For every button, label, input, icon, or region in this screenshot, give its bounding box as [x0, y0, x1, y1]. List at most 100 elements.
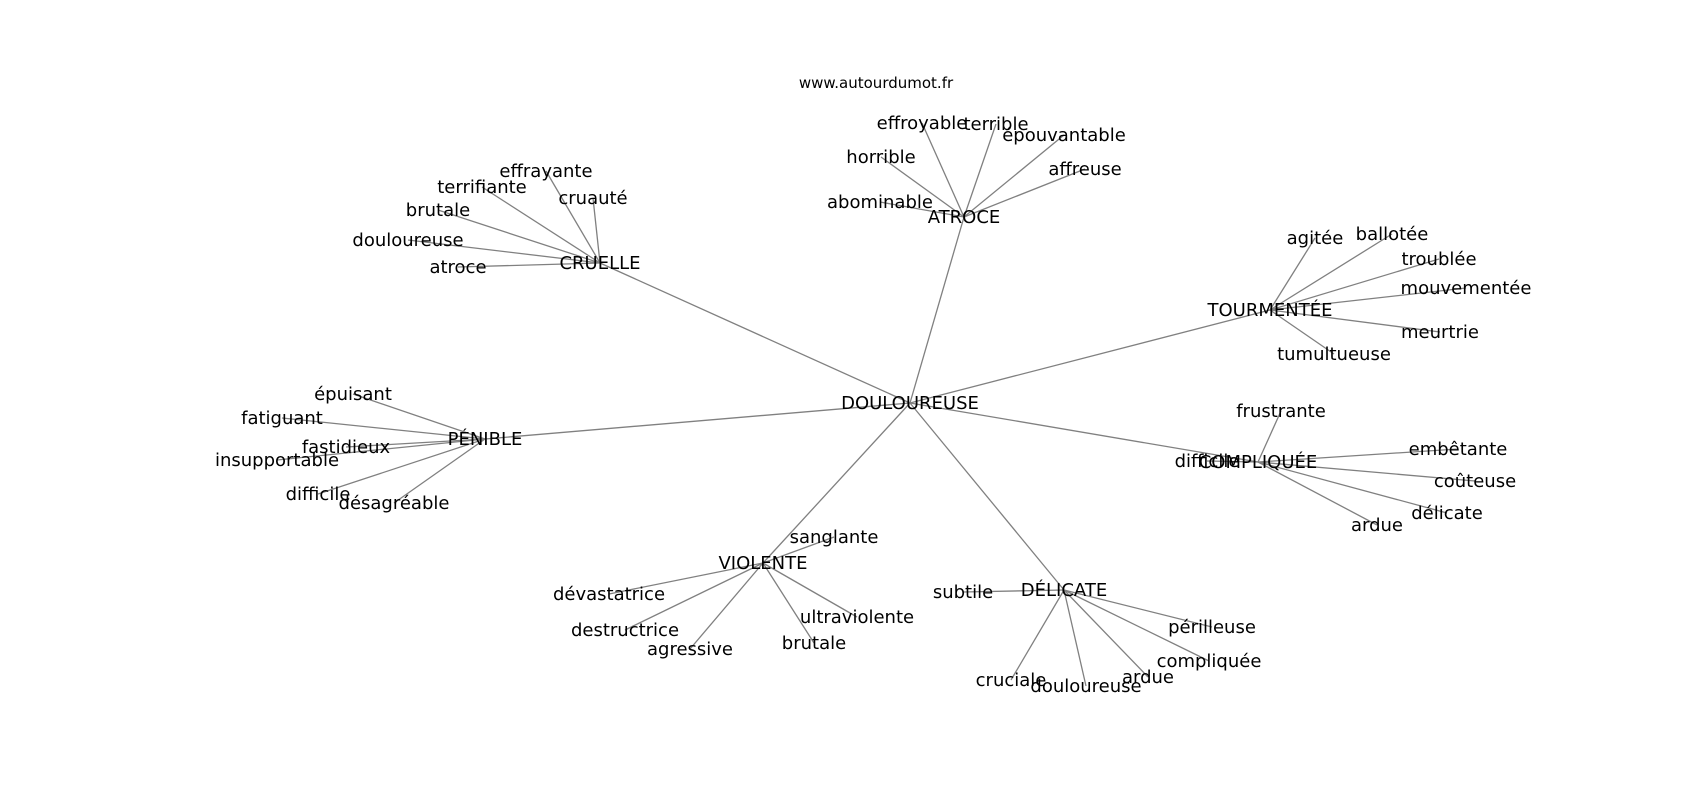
- edge-atroce-word-1: [963, 123, 997, 218]
- edge-penible-word-3: [276, 438, 486, 461]
- edge-root-cruelle: [599, 262, 911, 404]
- word-node-violente-4[interactable]: ultraviolente: [800, 607, 914, 628]
- edge-violente-word-0: [762, 536, 835, 564]
- edge-delicate-word-3: [1010, 589, 1065, 681]
- word-node-atroce-3[interactable]: horrible: [846, 147, 915, 168]
- word-node-atroce-5[interactable]: abominable: [827, 192, 933, 213]
- edge-delicate-word-2: [1063, 589, 1210, 662]
- edge-violente-word-4: [762, 562, 858, 618]
- edge-cruelle-word-2: [592, 197, 601, 264]
- edge-atroce-word-0: [921, 122, 965, 218]
- word-node-penible-5[interactable]: désagréable: [339, 493, 450, 514]
- edge-compliquee-word-3: [1257, 461, 1476, 482]
- word-node-compliquee-2[interactable]: embêtante: [1409, 439, 1508, 460]
- edge-compliquee-word-4: [1257, 461, 1448, 514]
- edge-tourmentee-word-4: [1269, 309, 1441, 333]
- hub-node-cruelle[interactable]: CRUELLE: [559, 253, 640, 274]
- edge-violente-word-5: [762, 562, 815, 644]
- word-node-penible-1[interactable]: fatiguant: [241, 408, 323, 429]
- word-node-violente-0[interactable]: sanglante: [790, 527, 879, 548]
- edge-cruelle-word-0: [545, 170, 601, 264]
- word-node-delicate-2[interactable]: compliquée: [1157, 651, 1262, 672]
- edge-tourmentee-word-1: [1269, 233, 1393, 311]
- word-node-delicate-5[interactable]: ardue: [1122, 667, 1174, 688]
- hub-node-delicate[interactable]: DÉLICATE: [1021, 579, 1107, 601]
- word-node-delicate-4[interactable]: douloureuse: [1030, 676, 1141, 697]
- edge-cruelle-word-1: [481, 186, 601, 264]
- edge-penible-word-2: [345, 438, 486, 448]
- word-node-tourmentee-3[interactable]: mouvementée: [1401, 278, 1532, 299]
- edge-compliquee-word-5: [1257, 461, 1378, 526]
- edge-root-tourmentee: [909, 309, 1271, 404]
- edge-compliquee-word-2: [1257, 448, 1459, 463]
- hub-node-penible[interactable]: PÉNIBLE: [448, 428, 523, 450]
- word-node-penible-0[interactable]: épuisant: [314, 384, 392, 405]
- edge-compliquee-word-1: [1206, 460, 1259, 463]
- word-node-tourmentee-2[interactable]: troublée: [1401, 249, 1476, 270]
- edge-penible-word-5: [393, 438, 486, 504]
- root-node-label[interactable]: DOULOUREUSE: [841, 393, 979, 414]
- word-node-compliquee-3[interactable]: coûteuse: [1434, 471, 1516, 492]
- edge-violente-word-1: [608, 562, 764, 595]
- word-node-cruelle-4[interactable]: douloureuse: [352, 230, 463, 251]
- edge-root-penible: [484, 402, 911, 440]
- word-node-tourmentee-4[interactable]: meurtrie: [1401, 322, 1479, 343]
- word-node-tourmentee-0[interactable]: agitée: [1287, 228, 1344, 249]
- hub-node-atroce[interactable]: ATROCE: [928, 207, 1001, 228]
- word-node-penible-4[interactable]: difficile: [286, 484, 351, 505]
- word-node-cruelle-5[interactable]: atroce: [429, 257, 486, 278]
- word-node-cruelle-2[interactable]: cruauté: [558, 188, 627, 209]
- edge-cruelle-word-4: [407, 239, 601, 264]
- edge-tourmentee-word-3: [1269, 287, 1467, 311]
- graph-edges: [276, 122, 1476, 687]
- word-node-atroce-4[interactable]: affreuse: [1048, 159, 1121, 180]
- word-node-cruelle-3[interactable]: brutale: [406, 200, 470, 221]
- word-node-delicate-3[interactable]: cruciale: [976, 670, 1047, 691]
- word-node-violente-2[interactable]: destructrice: [571, 620, 679, 641]
- edge-cruelle-word-5: [457, 262, 601, 268]
- edge-penible-word-4: [317, 438, 486, 495]
- edge-compliquee-word-0: [1257, 410, 1282, 463]
- word-node-cruelle-1[interactable]: terrifiante: [437, 177, 527, 198]
- edge-penible-word-1: [281, 417, 486, 440]
- edge-root-delicate: [909, 402, 1065, 591]
- edge-root-atroce: [909, 216, 965, 404]
- word-node-compliquee-5[interactable]: ardue: [1351, 515, 1403, 536]
- edge-delicate-word-1: [1063, 589, 1213, 628]
- word-node-delicate-0[interactable]: subtile: [933, 582, 993, 603]
- edge-root-violente: [762, 402, 911, 564]
- edge-atroce-word-3: [880, 156, 965, 218]
- source-url-label[interactable]: www.autourdumot.fr: [799, 74, 954, 92]
- word-node-tourmentee-1[interactable]: ballotée: [1356, 224, 1429, 245]
- hub-node-tourmentee[interactable]: TOURMENTÉE: [1207, 299, 1333, 321]
- edge-violente-word-3: [689, 562, 764, 650]
- edge-delicate-word-4: [1063, 589, 1087, 687]
- word-node-penible-3[interactable]: insupportable: [215, 450, 339, 471]
- edge-violente-word-2: [624, 562, 764, 631]
- word-node-compliquee-0[interactable]: frustrante: [1236, 401, 1326, 422]
- graph-labels: www.autourdumot.fr DOULOUREUSE CRUELLE eff…: [215, 74, 1531, 697]
- edge-atroce-word-5: [879, 201, 965, 218]
- hub-node-violente[interactable]: VIOLENTE: [718, 553, 807, 574]
- word-node-cruelle-0[interactable]: effrayante: [499, 161, 592, 182]
- word-node-violente-1[interactable]: dévastatrice: [553, 584, 665, 605]
- word-node-penible-2[interactable]: fastidieux: [302, 437, 391, 458]
- word-node-delicate-1[interactable]: périlleuse: [1168, 617, 1256, 638]
- word-node-compliquee-1[interactable]: difficile: [1175, 451, 1240, 472]
- edge-tourmentee-word-5: [1269, 309, 1335, 355]
- word-node-violente-5[interactable]: brutale: [782, 633, 846, 654]
- word-node-compliquee-4[interactable]: délicate: [1411, 503, 1483, 524]
- edge-root-compliquee: [909, 402, 1259, 463]
- word-node-atroce-1[interactable]: terrible: [963, 114, 1028, 135]
- word-node-atroce-0[interactable]: effroyable: [877, 113, 968, 134]
- word-node-atroce-2[interactable]: épouvantable: [1002, 125, 1126, 146]
- edge-tourmentee-word-0: [1269, 237, 1316, 311]
- word-node-tourmentee-5[interactable]: tumultueuse: [1277, 344, 1391, 365]
- hub-node-compliquee[interactable]: COMPLIQUÉE: [1199, 451, 1318, 473]
- edge-tourmentee-word-2: [1269, 258, 1440, 311]
- edge-atroce-word-4: [963, 168, 1086, 218]
- edge-delicate-word-0: [962, 589, 1065, 593]
- word-node-violente-3[interactable]: agressive: [647, 639, 733, 660]
- edge-atroce-word-2: [963, 134, 1065, 218]
